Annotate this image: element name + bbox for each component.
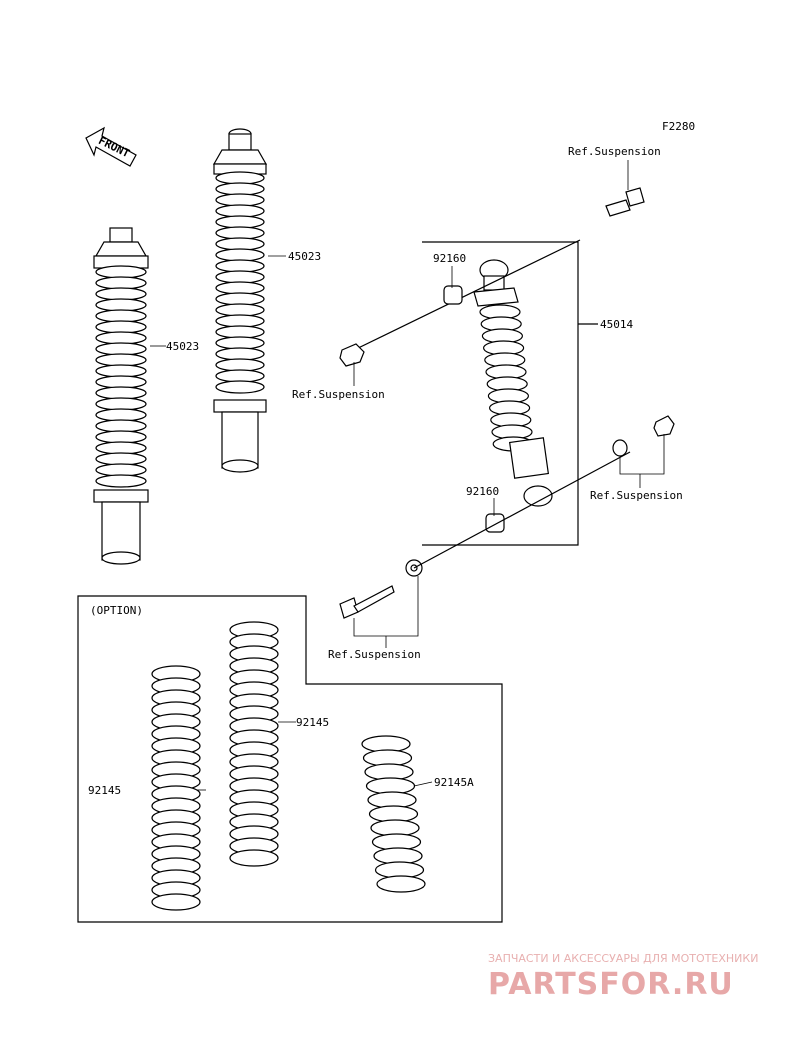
label-92145-left: 92145 (88, 784, 121, 797)
spring-coil (229, 849, 279, 867)
spring-92145-mid (229, 621, 279, 867)
spring-coil (215, 248, 265, 262)
spring-92145A (361, 735, 426, 893)
watermark-tagline: ЗАПЧАСТИ И АКСЕССУАРЫ ДЛЯ МОТОТЕХНИКИ (488, 952, 758, 965)
spring-coil (95, 353, 147, 367)
label-92160-bottom: 92160 (466, 485, 499, 498)
spring-coil (215, 358, 265, 372)
nut-left (339, 343, 365, 367)
ref-suspension-right: Ref.Suspension (590, 489, 683, 502)
spring-coil (215, 237, 265, 251)
spring-coil (215, 270, 265, 284)
spring-coil (215, 182, 265, 196)
spring-coil (95, 276, 147, 290)
spring-coil (95, 320, 147, 334)
spring-coil (215, 226, 265, 240)
spring-coil (215, 314, 265, 328)
bushing-bottom (485, 513, 505, 533)
spring-coil (95, 287, 147, 301)
front-arrow-icon (85, 126, 137, 167)
ref-suspension-left: Ref.Suspension (292, 388, 385, 401)
spring-coil (95, 441, 147, 455)
label-92145A: 92145A (434, 776, 474, 789)
spring-coil (215, 281, 265, 295)
spring-coil (95, 342, 147, 356)
spring-coil (215, 303, 265, 317)
spring-coil (95, 375, 147, 389)
label-45014: 45014 (600, 318, 633, 331)
spring-coil (215, 325, 265, 339)
option-box (77, 595, 503, 923)
spring-coil (215, 336, 265, 350)
spring-coil (376, 875, 426, 893)
spring-coil (95, 331, 147, 345)
spring-coil (95, 474, 147, 488)
spring-coil (215, 193, 265, 207)
spring-92145-left (151, 665, 201, 911)
spring-coil (95, 463, 147, 477)
label-45023-upper: 45023 (288, 250, 321, 263)
spring-coil (95, 265, 147, 279)
spring-coil (215, 204, 265, 218)
option-label: (OPTION) (90, 604, 143, 617)
shock-assembly-45014 (422, 241, 598, 546)
top-bolt (349, 187, 645, 353)
label-92145-mid: 92145 (296, 716, 329, 729)
spring-coil (215, 171, 265, 185)
bushing-top (443, 285, 463, 305)
spring-coil (215, 369, 265, 383)
spring-coil (215, 215, 265, 229)
label-92160-top: 92160 (433, 252, 466, 265)
washer-right (612, 439, 628, 457)
spring-coil (215, 259, 265, 273)
shock-absorber-left (93, 227, 149, 565)
spring-coil (95, 452, 147, 466)
spring-coil (151, 893, 201, 911)
spring-coil (215, 380, 265, 394)
bottom-bolt (339, 451, 631, 619)
spring-coil (95, 386, 147, 400)
spring-coil (215, 347, 265, 361)
spring-coil (215, 292, 265, 306)
label-45023-left: 45023 (166, 340, 199, 353)
shock-absorber-upper (212, 128, 268, 473)
spring-coil (95, 298, 147, 312)
nut-right (653, 415, 675, 437)
spring-coil (95, 397, 147, 411)
spring-coil (95, 309, 147, 323)
figure-code: F2280 (662, 120, 695, 133)
spring-coil (95, 430, 147, 444)
spring-coil (95, 408, 147, 422)
ref-suspension-top: Ref.Suspension (568, 145, 661, 158)
watermark-brand: PARTSFOR.RU (488, 967, 734, 1002)
spring-coil (95, 419, 147, 433)
leader-lines (150, 160, 665, 791)
spring-coil (95, 364, 147, 378)
ref-suspension-bottom: Ref.Suspension (328, 648, 421, 661)
